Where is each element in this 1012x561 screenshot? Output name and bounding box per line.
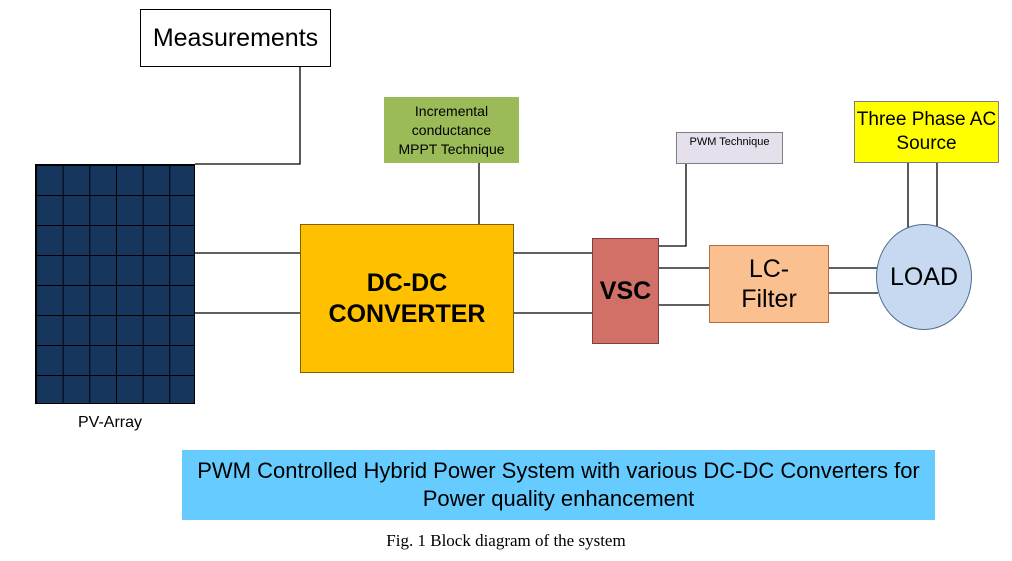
wire-pwm-vsc xyxy=(659,164,687,247)
dcdc-line2: CONVERTER xyxy=(328,299,486,328)
mppt-line1: Incremental xyxy=(414,102,489,119)
vsc-box: VSC xyxy=(592,238,659,344)
mppt-line3: MPPT Technique xyxy=(398,140,505,157)
dcdc-line1: DC-DC xyxy=(366,268,448,297)
vsc-label: VSC xyxy=(599,276,652,305)
figure-caption: Fig. 1 Block diagram of the system xyxy=(386,531,626,550)
mppt-box: Incremental conductance MPPT Technique xyxy=(384,97,519,163)
banner-line1: PWM Controlled Hybrid Power System with … xyxy=(197,458,920,483)
measurements-label: Measurements xyxy=(152,23,319,52)
title-banner: PWM Controlled Hybrid Power System with … xyxy=(182,450,935,520)
measurements-box: Measurements xyxy=(140,9,331,67)
three-phase-line2: Source xyxy=(896,133,957,154)
lc-filter-line2: Filter xyxy=(741,285,797,313)
three-phase-line1: Three Phase AC xyxy=(856,109,997,130)
pwm-technique-box: PWM Technique xyxy=(676,132,783,164)
load-label: LOAD xyxy=(889,262,959,291)
lc-filter-box: LC- Filter xyxy=(709,245,829,323)
banner-line2: Power quality enhancement xyxy=(422,486,695,511)
three-phase-source-box: Three Phase AC Source xyxy=(854,101,999,163)
mppt-line2: conductance xyxy=(411,121,492,138)
pv-array-panel xyxy=(35,164,195,404)
pv-array-label: PV-Array xyxy=(77,414,142,431)
load-circle: LOAD xyxy=(876,224,972,330)
wire-measurements-pv xyxy=(195,67,301,165)
pwm-technique-label: PWM Technique xyxy=(689,136,770,148)
lc-filter-line1: LC- xyxy=(748,255,790,283)
dcdc-converter-box: DC-DC CONVERTER xyxy=(300,224,514,373)
